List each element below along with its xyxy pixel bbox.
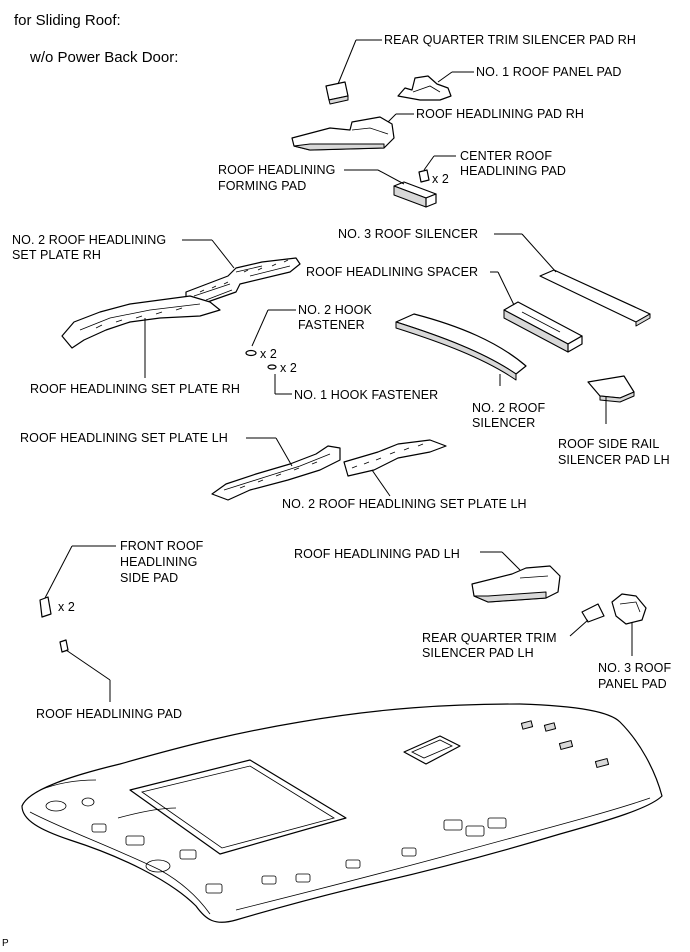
- label-no3-roof-silencer: NO. 3 ROOF SILENCER: [338, 227, 479, 241]
- label-no2-roof-silencer-2: SILENCER: [472, 416, 536, 430]
- no2-hook-fastener-part: [245, 309, 296, 357]
- roof-headlining-set-plate-rh-part: [61, 295, 221, 378]
- no2-set-plate-lh-part: [343, 439, 447, 497]
- label-no1-roof-panel-pad: NO. 1 ROOF PANEL PAD: [476, 65, 622, 79]
- label-roof-side-rail-silencer-pad-lh-1: ROOF SIDE RAIL: [558, 437, 660, 451]
- roof-headlining-forming-pad-part: [344, 169, 437, 208]
- label-roof-headlining-forming-pad-1: ROOF HEADLINING: [218, 163, 336, 177]
- label-no2-set-plate-rh-2: SET PLATE RH: [12, 248, 101, 262]
- qty-no1-hook-fastener: x 2: [280, 361, 297, 375]
- label-roof-headlining-pad-rh: ROOF HEADLINING PAD RH: [416, 107, 584, 121]
- roof-side-rail-silencer-pad-lh-part: [587, 375, 635, 424]
- label-no2-hook-fastener-1: NO. 2 HOOK: [298, 303, 372, 317]
- roof-headlining-pad-lh-part: [471, 551, 561, 603]
- label-no2-set-plate-rh-1: NO. 2 ROOF HEADLINING: [12, 233, 167, 247]
- label-roof-headlining-pad-lh: ROOF HEADLINING PAD LH: [294, 547, 460, 561]
- page-title: for Sliding Roof:: [14, 12, 121, 29]
- no2-set-plate-rh-part: [182, 239, 301, 307]
- label-center-roof-headlining-pad-1: CENTER ROOF: [460, 149, 553, 163]
- roof-headlining-assembly: [21, 703, 663, 923]
- front-roof-headlining-side-pad-part: [39, 545, 116, 618]
- label-roof-side-rail-silencer-pad-lh-2: SILENCER PAD LH: [558, 453, 670, 467]
- label-rear-quarter-trim-silencer-pad-rh: REAR QUARTER TRIM SILENCER PAD RH: [384, 33, 636, 47]
- label-front-roof-headlining-side-pad-2: HEADLINING: [120, 555, 198, 569]
- qty-no2-hook-fastener: x 2: [260, 347, 277, 361]
- label-no3-roof-panel-pad-1: NO. 3 ROOF: [598, 661, 672, 675]
- roof-headlining-pad-rh-part: [291, 113, 414, 151]
- label-front-roof-headlining-side-pad-3: SIDE PAD: [120, 571, 179, 585]
- no1-roof-panel-pad-part: [397, 71, 474, 101]
- qty-center-roof-headlining-pad: x 2: [432, 172, 449, 186]
- label-rear-quarter-trim-silencer-pad-lh-2: SILENCER PAD LH: [422, 646, 534, 660]
- roof-headlining-pad-part: [59, 639, 111, 702]
- label-no3-roof-panel-pad-2: PANEL PAD: [598, 677, 667, 691]
- no3-roof-silencer-part: [494, 233, 651, 327]
- figure-code: P: [2, 938, 9, 949]
- label-center-roof-headlining-pad-2: HEADLINING PAD: [460, 164, 567, 178]
- label-roof-headlining-pad: ROOF HEADLINING PAD: [36, 707, 183, 721]
- label-roof-headlining-set-plate-lh: ROOF HEADLINING SET PLATE LH: [20, 431, 228, 445]
- label-no1-hook-fastener: NO. 1 HOOK FASTENER: [294, 388, 439, 402]
- label-roof-headlining-spacer: ROOF HEADLINING SPACER: [306, 265, 479, 279]
- roof-headlining-set-plate-lh-part: [211, 437, 341, 501]
- label-roof-headlining-set-plate-rh: ROOF HEADLINING SET PLATE RH: [30, 382, 241, 396]
- page-subtitle: w/o Power Back Door:: [30, 49, 179, 66]
- label-roof-headlining-forming-pad-2: FORMING PAD: [218, 179, 307, 193]
- rear-quarter-trim-silencer-pad-rh-part: [325, 39, 382, 105]
- qty-front-roof-headlining-side-pad: x 2: [58, 600, 75, 614]
- rear-quarter-trim-silencer-pad-lh-part: [569, 603, 605, 637]
- label-no2-roof-silencer-1: NO. 2 ROOF: [472, 401, 546, 415]
- no2-roof-silencer-part: [395, 313, 527, 386]
- center-roof-headlining-pad-part: [418, 155, 456, 183]
- label-no2-hook-fastener-2: FASTENER: [298, 318, 365, 332]
- roof-headlining-spacer-part: [490, 271, 583, 353]
- label-no2-set-plate-lh: NO. 2 ROOF HEADLINING SET PLATE LH: [282, 497, 527, 511]
- label-front-roof-headlining-side-pad-1: FRONT ROOF: [120, 539, 204, 553]
- no1-hook-fastener-part: [267, 364, 292, 395]
- no3-roof-panel-pad-part: [611, 593, 647, 656]
- label-rear-quarter-trim-silencer-pad-lh-1: REAR QUARTER TRIM: [422, 631, 557, 645]
